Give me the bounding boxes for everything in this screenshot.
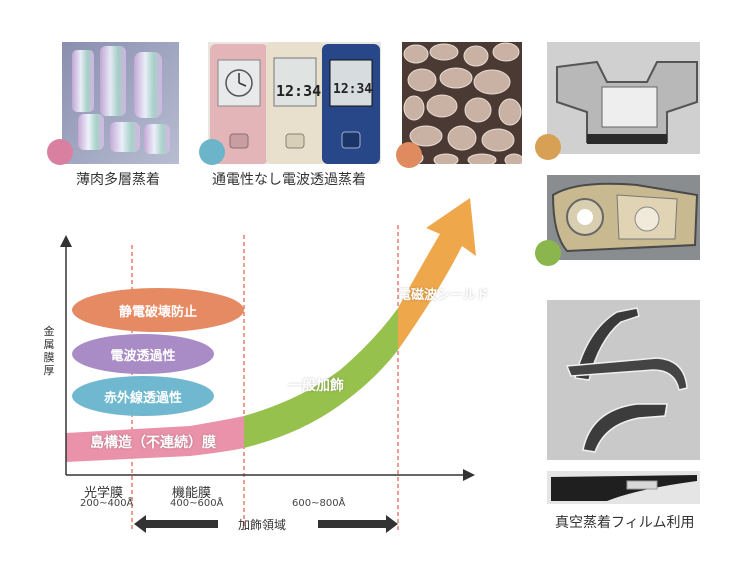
functional-film-label: 機能膜 [172, 486, 212, 501]
headlight-marker-dot [535, 240, 561, 266]
infrared-transparency-label: 赤外線透過性 [103, 390, 182, 406]
headlight-photo [547, 175, 700, 260]
radio-transparency-ellipse: 電波透過性 [72, 334, 214, 374]
orange-band [398, 198, 476, 350]
phones-photo: 12:34 12:34 [208, 42, 381, 164]
bottles-marker-dot [47, 139, 73, 165]
optical-film-label: 光学膜 [84, 486, 124, 501]
film-strip-caption: 真空蒸着フィルム利用 [555, 515, 695, 531]
decor-arrow-left [134, 515, 218, 533]
phones-marker-dot [199, 139, 225, 165]
y-axis-label: 金属膜厚 [43, 325, 55, 377]
functional-film-range: 400~600Å [170, 498, 224, 509]
bottles-photo [62, 42, 179, 164]
film-strip-photo [547, 471, 700, 504]
antistatic-ellipse: 静電破壊防止 [72, 288, 244, 332]
phone-clock-text: 12:34 [276, 82, 322, 100]
island-film-label: 島構造（不連続）膜 [90, 435, 216, 451]
emi-shield-label: 電磁波シールド [398, 288, 490, 303]
general-decoration-label: 一般加飾 [288, 378, 344, 394]
optical-film-range: 200~400Å [80, 498, 134, 509]
microscope-marker-dot [396, 142, 422, 168]
trim-parts-photo [547, 300, 700, 460]
phones-caption: 通電性なし電波透過蒸着 [212, 172, 366, 188]
infrared-transparency-ellipse: 赤外線透過性 [72, 376, 214, 416]
antistatic-label: 静電破壊防止 [118, 304, 197, 320]
decor-arrow-right [318, 515, 398, 533]
car-part-marker-dot [535, 134, 561, 160]
phone-clock-text-2: 12:34 [333, 82, 373, 97]
decor-region-label: 加飾領域 [238, 518, 287, 532]
bottles-caption: 薄肉多層蒸着 [76, 172, 160, 188]
car-part-photo [547, 42, 700, 154]
decor-film-range: 600~800Å [292, 498, 346, 509]
microscope-photo [402, 42, 522, 164]
radio-transparency-label: 電波透過性 [110, 348, 176, 364]
